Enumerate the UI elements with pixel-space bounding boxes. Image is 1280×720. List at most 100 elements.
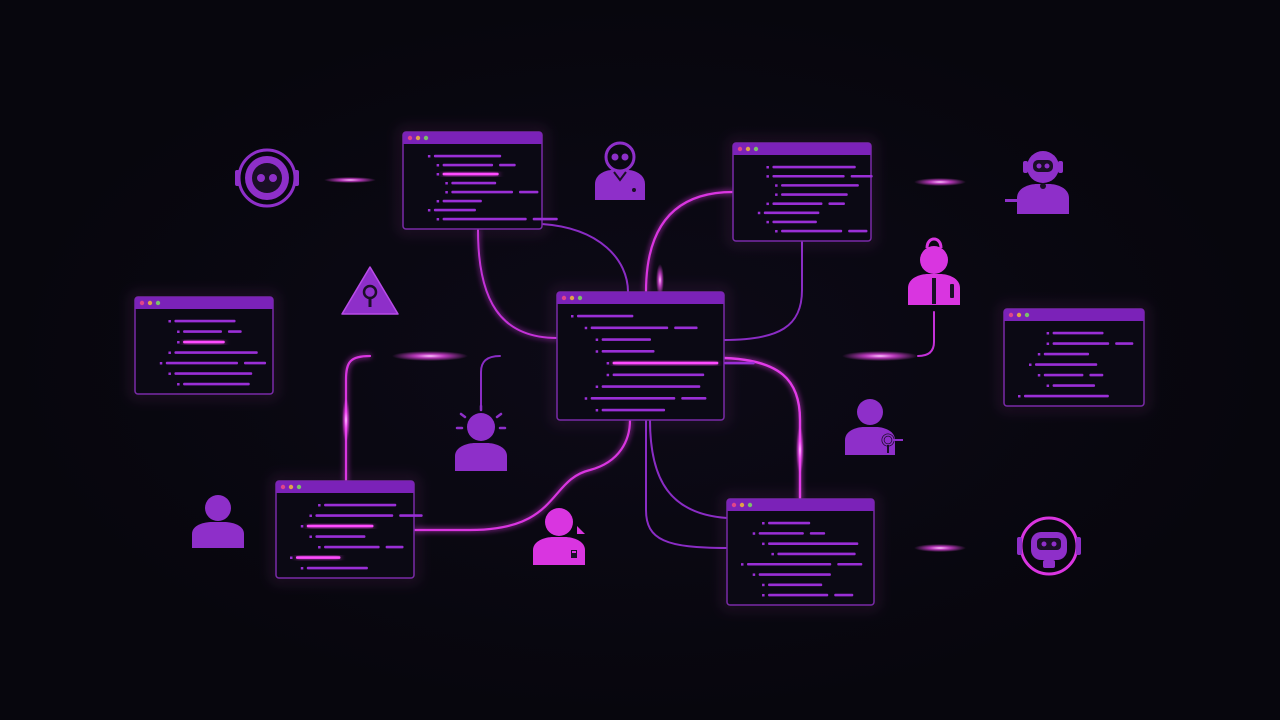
- code-line: [315, 514, 394, 517]
- link-bottomleft-center: [412, 418, 632, 532]
- code-line: [1052, 331, 1104, 335]
- link-bus-bottomleft: [344, 354, 372, 484]
- connection-links: [272, 179, 1007, 549]
- code-line: [781, 184, 859, 187]
- code-line: [499, 163, 516, 167]
- glow-spot: [914, 178, 966, 186]
- code-window-bottom-left: [272, 477, 423, 582]
- glow-spot: [796, 426, 804, 474]
- link-center-bottomright-c: [722, 356, 802, 502]
- code-line-marker: [168, 351, 171, 354]
- code-line-marker: [762, 583, 765, 587]
- code-line-marker: [766, 175, 769, 178]
- code-line-marker: [427, 209, 431, 212]
- window-control-dot: [1016, 312, 1022, 318]
- code-line: [442, 199, 482, 203]
- code-line: [324, 503, 397, 507]
- code-line: [519, 190, 539, 194]
- window-control-dot: [737, 146, 743, 152]
- code-line-marker: [752, 532, 756, 535]
- glow-spot: [342, 398, 350, 442]
- glow-spot: [392, 351, 468, 361]
- code-line: [1115, 342, 1134, 345]
- glow-spot: [914, 544, 966, 552]
- robot-face-ring-icon: [1017, 516, 1081, 576]
- code-line: [763, 211, 820, 215]
- glow-spot: [324, 177, 376, 183]
- code-line-marker: [177, 341, 180, 344]
- code-line: [451, 190, 514, 194]
- code-line: [183, 382, 250, 386]
- code-line-marker: [775, 193, 778, 196]
- code-line: [758, 573, 831, 576]
- code-line: [809, 532, 826, 535]
- code-line: [724, 361, 755, 365]
- code-line-marker: [571, 315, 574, 318]
- code-line-marker: [1046, 332, 1050, 335]
- code-line: [601, 408, 666, 412]
- code-line-marker: [757, 211, 761, 215]
- code-line-marker: [1046, 342, 1050, 345]
- code-window-bottom-right: [723, 495, 878, 609]
- window-control-dot: [731, 502, 737, 508]
- code-line-marker: [159, 362, 163, 365]
- code-line: [601, 385, 701, 388]
- code-line-marker: [766, 166, 769, 169]
- link-topleft-center-b: [541, 223, 629, 293]
- code-line-marker: [445, 191, 448, 194]
- code-line-marker: [177, 330, 180, 333]
- code-line-marker: [168, 372, 171, 375]
- code-line-marker: [168, 320, 171, 323]
- code-line-marker: [606, 362, 610, 365]
- code-line: [532, 217, 558, 221]
- link-userlock-bus: [917, 311, 935, 357]
- code-line: [837, 562, 863, 566]
- code-line: [296, 556, 341, 559]
- window-control-dot: [288, 484, 294, 490]
- code-line-marker: [595, 385, 599, 388]
- code-line-marker: [766, 220, 769, 224]
- code-line: [1024, 394, 1109, 398]
- code-line-marker: [771, 552, 774, 556]
- code-windows: [131, 128, 1148, 609]
- link-center-bottomright-a: [649, 419, 728, 519]
- user-icons: [192, 141, 1081, 576]
- code-line-marker: [595, 338, 599, 341]
- code-line-marker: [1018, 395, 1021, 398]
- alien-user-icon: [595, 141, 645, 200]
- user-key-icon: [845, 399, 903, 455]
- code-line: [772, 202, 823, 205]
- window-control-dot: [745, 146, 751, 152]
- code-line: [315, 535, 366, 538]
- code-line-marker: [427, 155, 431, 158]
- code-line: [1043, 352, 1090, 356]
- code-line: [306, 566, 368, 570]
- window-frame: [732, 142, 872, 242]
- code-line: [768, 583, 823, 587]
- code-line: [674, 326, 698, 330]
- code-line: [451, 181, 497, 185]
- code-line-marker: [762, 594, 765, 597]
- code-line: [442, 172, 499, 176]
- link-center-bottomright-b: [645, 419, 728, 549]
- code-line: [612, 373, 705, 377]
- code-line: [433, 154, 502, 158]
- code-line: [1089, 373, 1104, 377]
- code-line: [174, 372, 253, 375]
- window-frame: [134, 296, 274, 395]
- code-line-marker: [775, 230, 778, 233]
- code-line-marker: [436, 218, 440, 221]
- code-line: [612, 361, 719, 365]
- code-line: [772, 220, 817, 224]
- code-line: [442, 163, 494, 167]
- window-control-dot: [739, 502, 745, 508]
- link-topright-center-b: [723, 241, 803, 341]
- code-line: [306, 524, 374, 528]
- code-line-marker: [762, 522, 765, 525]
- user-headset-icon: [533, 508, 585, 565]
- code-line: [768, 593, 829, 597]
- code-line: [244, 361, 267, 365]
- code-line: [601, 338, 651, 341]
- user-lock-icon: [908, 237, 960, 305]
